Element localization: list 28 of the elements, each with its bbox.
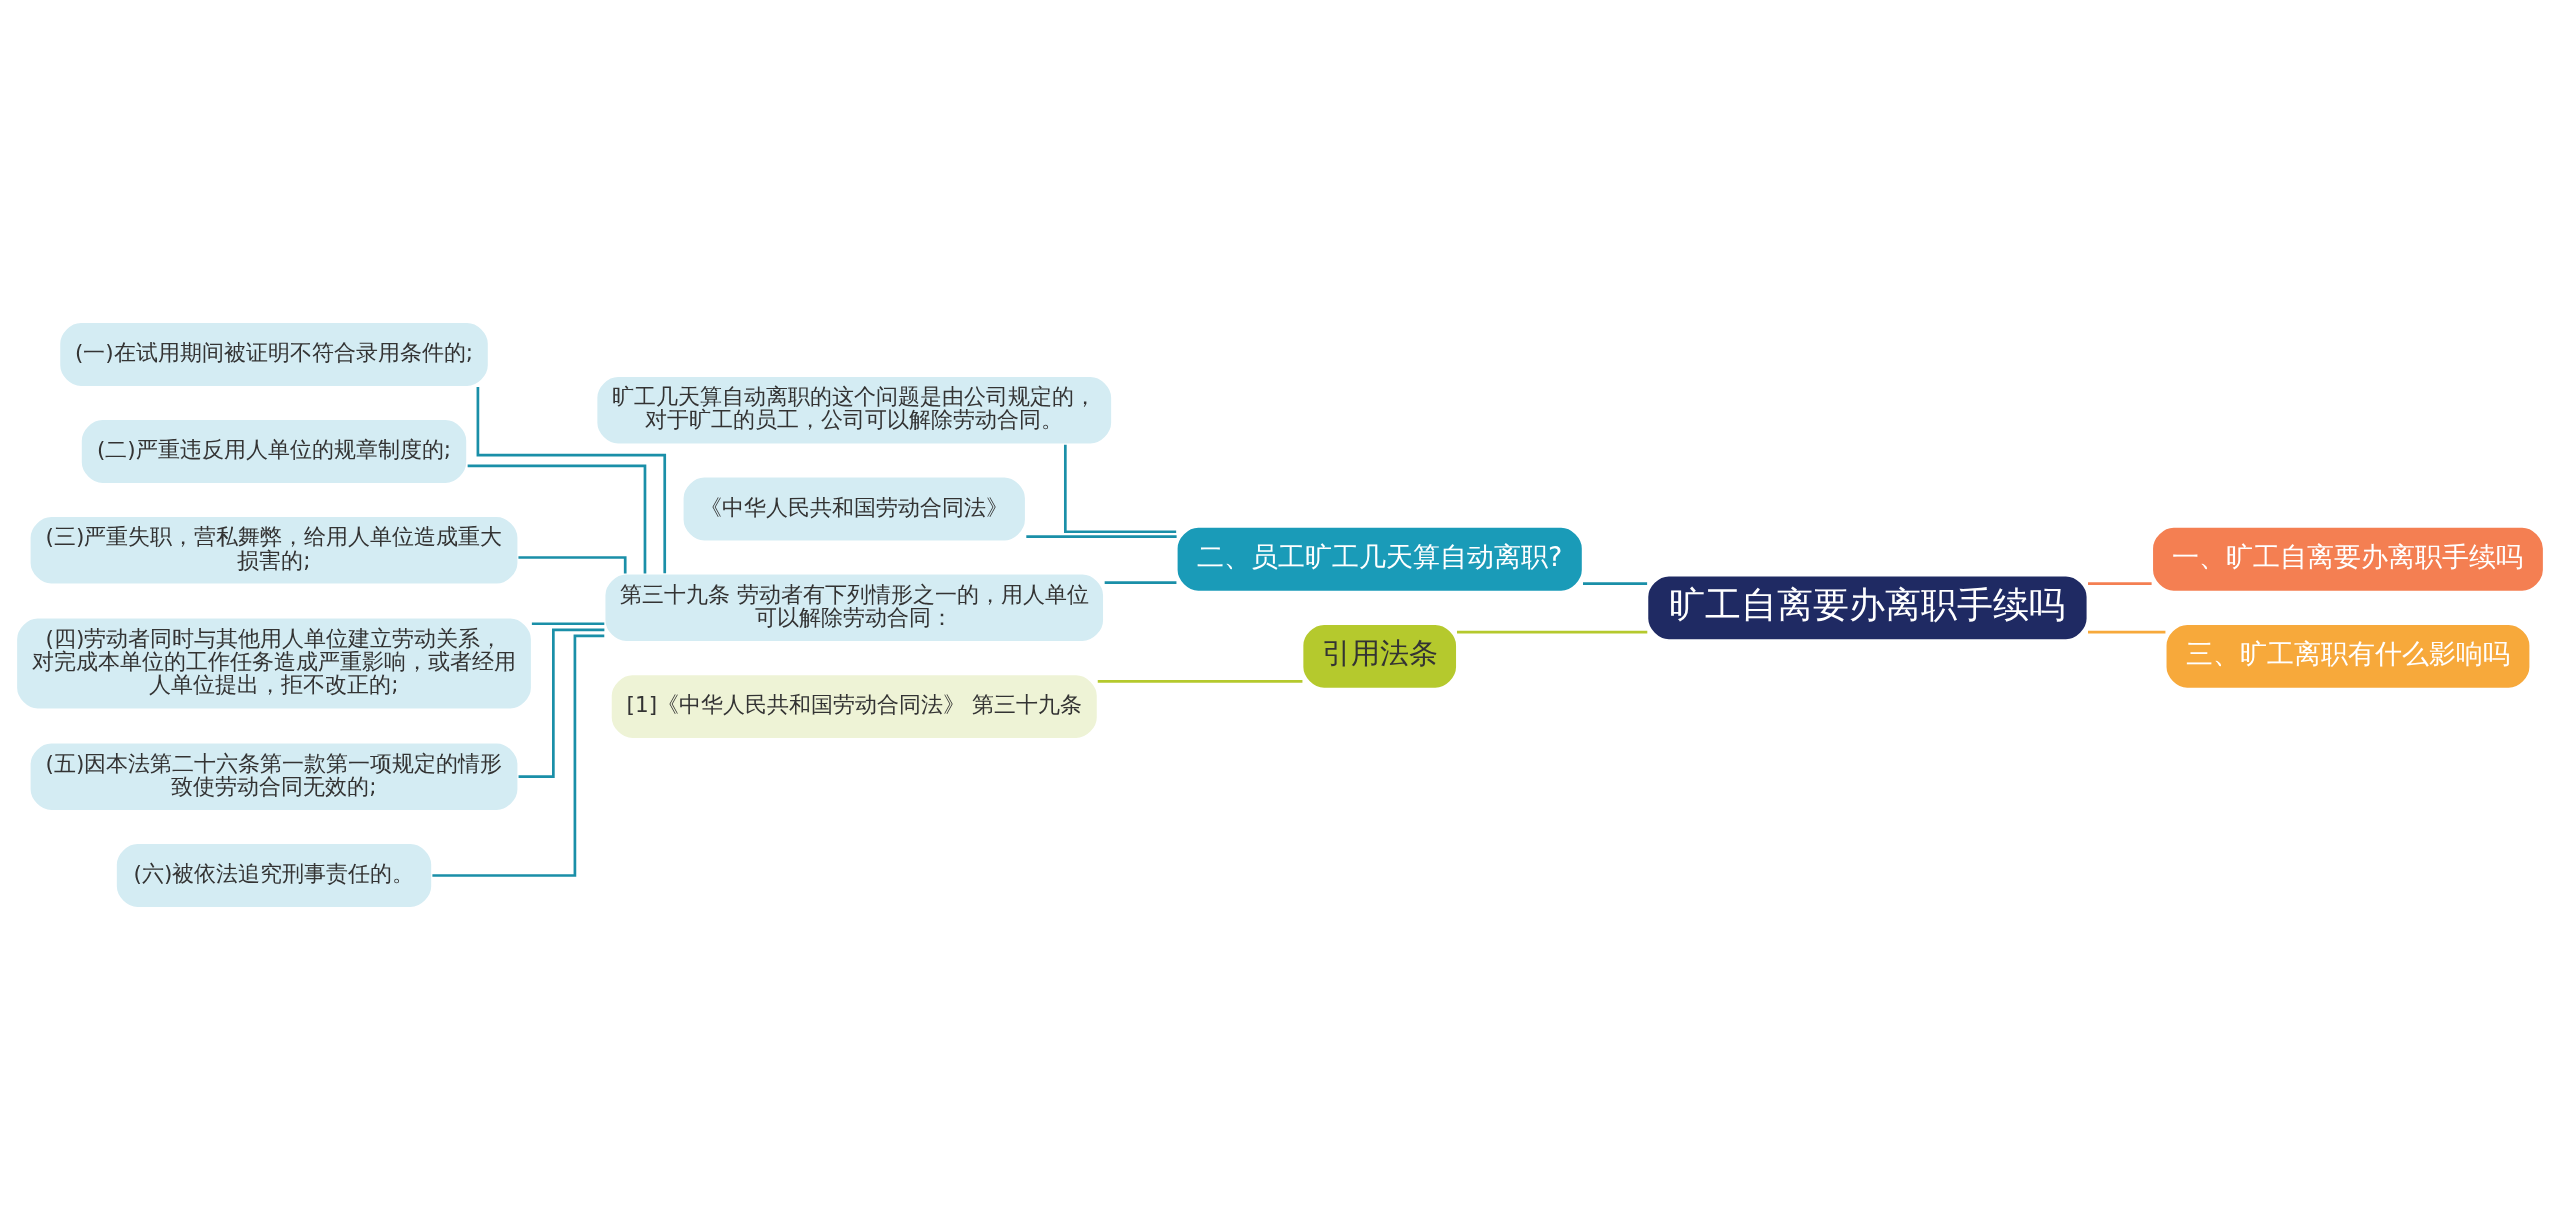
connector	[432, 634, 605, 877]
node-box: [1]《中华人民共和国劳动合同法》 第三十九条	[609, 672, 1099, 740]
node-box: 引用法条	[1301, 622, 1458, 690]
connector	[518, 555, 627, 573]
node-box: 二、员工旷工几天算自动离职?	[1175, 525, 1584, 593]
node-box: 三、旷工离职有什么影响吗	[2164, 622, 2532, 690]
connector	[1097, 679, 1303, 683]
node-box: (五)因本法第二十六条第一款第一项规定的情形致使劳动合同无效的;	[28, 741, 520, 812]
node-box: (四)劳动者同时与其他用人单位建立劳动关系，对完成本单位的工作任务造成严重影响，或者经用人单位提出，拒不改正的;	[15, 616, 533, 710]
node-box: 一、旷工自离要办离职手续吗	[2151, 525, 2545, 593]
connector	[531, 621, 605, 625]
connector	[467, 464, 647, 573]
connector	[1026, 534, 1177, 538]
node-box: (六)被依法追究刑事责任的。	[115, 841, 433, 909]
node-box: (一)在试用期间被证明不符合录用条件的;	[58, 320, 490, 388]
node-box: (二)严重违反用人单位的规章制度的;	[80, 417, 469, 485]
connector	[476, 386, 667, 573]
node-box: 《中华人民共和国劳动合同法》	[681, 475, 1027, 542]
connector	[1457, 630, 1648, 633]
node-box: 旷工几天算自动离职的这个问题是由公司规定的，对于旷工的员工，公司可以解除劳动合同。	[595, 374, 1113, 445]
connector	[1064, 444, 1177, 533]
node-box: 第三十九条 劳动者有下列情形之一的，用人单位可以解除劳动合同：	[603, 572, 1105, 643]
connector	[2088, 581, 2152, 585]
connector	[1104, 580, 1177, 584]
connector	[2088, 630, 2166, 633]
connector	[1583, 581, 1648, 585]
node-box: (三)严重失职，营私舞弊，给用人单位造成重大损害的;	[28, 514, 520, 585]
node-box: 旷工自离要办离职手续吗	[1646, 574, 2089, 641]
